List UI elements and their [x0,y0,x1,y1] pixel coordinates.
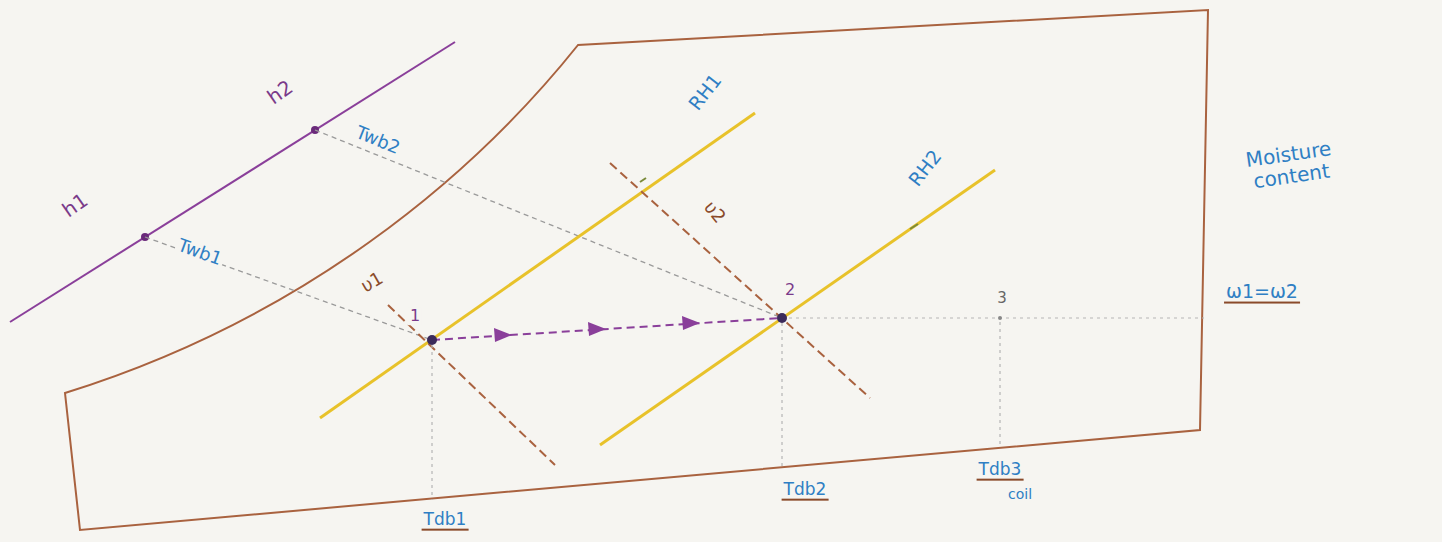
wet-bulb-label: Twb2 [351,122,404,159]
dry-bulb-label: Tdb3 [977,460,1024,481]
moisture-equality: ω1=ω2 [1224,281,1300,304]
dry-bulb-line [781,323,782,466]
state-number: 1 [408,307,422,325]
tick-mark [910,224,918,229]
axis-title: Moisture content [1221,134,1360,196]
state-point [777,313,787,323]
enthalpy-label: h2 [262,75,299,110]
moisture-line [782,317,1204,318]
dry-bulb-line [431,345,432,500]
state-number: 3 [995,290,1009,307]
process-arrowhead [682,316,700,330]
dry-bulb-label: Tdb2 [782,480,829,501]
wet-bulb-line [315,130,782,318]
enthalpy-scale [10,42,455,322]
tick-mark [640,178,646,182]
process-line [432,318,782,340]
coil-note: coil [1006,487,1034,502]
state-point [427,335,437,345]
dry-bulb-label: Tdb1 [422,510,469,531]
rh-label: RH1 [683,68,726,115]
rh-line [320,113,755,418]
rh-line [600,170,995,445]
volume-label: υ1 [356,267,388,297]
volume-line [610,163,870,398]
dry-bulb-line [999,322,1000,448]
state-number: 2 [783,281,797,299]
rh-label: RH2 [903,144,946,191]
enthalpy-label: h1 [57,188,94,223]
process-arrowhead [494,328,512,342]
volume-label: υ2 [699,196,731,229]
wet-bulb-label: Twb1 [173,234,226,270]
volume-line [388,305,555,465]
process-arrowhead [588,322,606,336]
state-point [998,316,1002,320]
chart-outline [65,10,1208,530]
